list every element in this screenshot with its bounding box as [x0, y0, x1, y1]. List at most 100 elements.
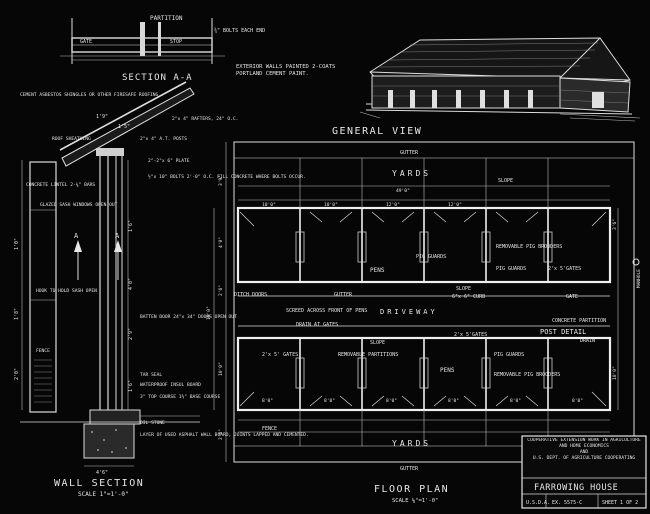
fp-dim-0: 49'0"	[396, 188, 410, 194]
fp-label-screed: SCREED ACROSS FRONT OF PENS	[286, 308, 367, 314]
partition-label: PARTITION	[150, 15, 183, 22]
fp-label-gutter-top: GUTTER	[400, 150, 419, 156]
fp-dim-9: 12'0"	[386, 202, 400, 208]
fp-label-brooders-bottom: REMOVABLE PIG BROODERS	[494, 372, 560, 378]
fp-dim-17: 3'6"	[612, 219, 618, 230]
general-view: GENERAL VIEW	[332, 37, 641, 137]
fp-dim-13: 2'6"	[218, 285, 224, 296]
floor-plan: GUTTER YARDS PENS REMOVABLE PIG BROODERS…	[206, 141, 642, 504]
stop-label: STOP	[170, 39, 182, 45]
fp-label-slope-2: SLOPE	[456, 286, 471, 292]
fp-label-slope-3: SLOPE	[370, 340, 385, 346]
fp-label-removable-part: REMOVABLE PARTITIONS	[338, 352, 398, 358]
fp-label-pens-top: PENS	[370, 267, 385, 274]
fp-label-slope-1: SLOPE	[498, 178, 513, 184]
ws-dim-5: 1'8"	[14, 308, 20, 320]
ws-label-13: 3" TOP COURSE 1½" BASE COURSE	[140, 393, 220, 400]
title-plan-no: EX. 5575-C	[552, 500, 582, 506]
title-line-1: COOPERATIVE EXTENSION WORK IN AGRICULTUR…	[527, 438, 641, 449]
fp-label-pens-bottom: PENS	[440, 367, 455, 374]
fp-label-post-detail: POST DETAIL	[540, 328, 586, 336]
fp-label-gates-mid: 2'x 5'GATES	[454, 332, 487, 338]
general-view-title: GENERAL VIEW	[332, 126, 422, 137]
ws-dim-9: 4'6"	[96, 470, 108, 476]
fp-label-gates-top: 2'x 5'GATES	[548, 266, 581, 272]
ws-label-15: LAYER OF USED ASPHALT WALL BOARD, JOINTS…	[140, 432, 309, 438]
ws-dim-4: 1'0"	[14, 238, 20, 250]
title-name: FARROWING HOUSE	[534, 483, 618, 493]
ws-label-6: ½"x 10" BOLTS 2'-0" O.C. FILL CONCRETE W…	[148, 173, 306, 180]
ws-label-0: CEMENT ASBESTOS SHINGLES OR OTHER FIRESA…	[20, 92, 159, 98]
fp-label-drain: DRAIN	[580, 338, 595, 344]
fp-label-guards-bottom: PIG GUARDS	[494, 352, 524, 358]
wall-section: A A CEMENT ASBESTOS SHINGLES OR OTHER FI…	[14, 81, 309, 498]
fp-dim-15: 2'6"	[218, 429, 224, 440]
wall-section-scale: SCALE 1"=1'-0"	[78, 491, 129, 498]
fp-label-gates-bottom: 2'x 5' GATES	[262, 352, 298, 358]
ws-label-8: HOOK TO HOLD SASH OPEN	[36, 288, 97, 294]
section-aa-title: SECTION A-A	[122, 73, 193, 83]
ws-label-3: 2"x 4" A.T. POSTS	[140, 136, 187, 142]
ws-dim-8: 1'9"	[96, 114, 108, 120]
fp-label-yards-bottom: YARDS	[392, 439, 431, 448]
fp-label-conc-partition: CONCRETE PARTITION	[552, 318, 606, 324]
ws-label-1: 2"x 4" RAFTERS, 24" O.C.	[172, 116, 238, 122]
ws-dim-0: 1'6"	[128, 220, 134, 232]
title-line-3: U.S. DEPT. OF AGRICULTURE COOPERATING	[532, 456, 636, 461]
fp-dim-3: 8'0"	[386, 398, 397, 404]
fp-label-guards-top2: PIG GUARDS	[416, 254, 446, 260]
fp-dim-11: 3'9"	[218, 175, 224, 186]
title-line-2: AND	[579, 450, 589, 455]
fp-dim-10: 12'0"	[448, 202, 462, 208]
ws-dim-3: 1'6"	[128, 380, 134, 392]
fp-dim-16: 18'0"	[206, 306, 212, 320]
fp-dim-2: 8'0"	[324, 398, 335, 404]
fp-dim-1: 8'0"	[262, 398, 273, 404]
fp-label-brooders-top: REMOVABLE PIG BROODERS	[496, 244, 562, 250]
fp-dim-5: 8'0"	[510, 398, 521, 404]
fp-label-yards-top: YARDS	[392, 169, 431, 178]
title-usda: U.S.D.A.	[526, 500, 550, 506]
wall-section-title: WALL SECTION	[54, 478, 144, 489]
fp-label-manhole: MANHOLE	[636, 269, 642, 288]
fp-label-guards-top: PIG GUARDS	[496, 266, 526, 272]
fp-label-gutter-mid: GUTTER	[334, 292, 353, 298]
ws-label-10: FENCE	[36, 348, 50, 354]
floor-plan-title: FLOOR PLAN	[374, 484, 449, 495]
ws-label-12: WATERPROOF INSUL BOARD	[140, 382, 201, 388]
section-aa: PARTITION GATE STOP ¾" BOLTS EACH END SE…	[60, 15, 336, 83]
ws-dim-1: 4'0"	[128, 278, 134, 290]
fp-label-driveway: DRIVEWAY	[380, 308, 438, 316]
title-sheet: SHEET 1 OF 2	[602, 500, 638, 506]
fp-dim-8: 10'0"	[324, 202, 338, 208]
ws-dim-6: 2'0"	[14, 368, 20, 380]
ws-label-14: OIL STONE	[140, 420, 165, 426]
title-block: COOPERATIVE EXTENSION WORK IN AGRICULTUR…	[521, 435, 647, 509]
fp-label-gutter-bottom: GUTTER	[400, 466, 419, 472]
ws-label-5: CONCRETE LINTEL 2-⅜" BARS	[26, 181, 95, 188]
fp-dim-7: 10'0"	[262, 202, 276, 208]
svg-text:A: A	[74, 232, 79, 240]
fp-dim-14: 10'0"	[218, 362, 224, 376]
walls-note: EXTERIOR WALLS PAINTED 2-COATS PORTLAND …	[236, 64, 336, 77]
floor-plan-scale: SCALE ⅛"=1'-0"	[392, 497, 438, 504]
fp-label-curb: 6"x 6" CURB	[452, 294, 485, 300]
gate-label: GATE	[80, 39, 92, 45]
fp-dim-6: 8'0"	[572, 398, 583, 404]
fp-dim-18: 10'0"	[612, 366, 618, 380]
bolts-label: ¾" BOLTS EACH END	[214, 28, 265, 34]
fp-label-fence: FENCE	[262, 426, 277, 432]
svg-text:A: A	[115, 232, 120, 240]
ws-label-4: 2"-2"x 6" PLATE	[148, 158, 190, 164]
ws-dim-7: 1'5"	[118, 124, 130, 130]
fp-label-ditch-doors: DITCH DOORS	[234, 292, 267, 298]
ws-dim-2: 2'9"	[128, 328, 134, 340]
fp-label-gate: GATE	[566, 294, 578, 300]
ws-label-7: GLAZED SASH WINDOWS OPEN OUT	[40, 202, 118, 208]
fp-dim-4: 8'0"	[448, 398, 459, 404]
ws-label-9: BATTEN DOOR 24"x 34" DOORS OPEN OUT	[140, 314, 237, 320]
fp-dim-12: 4'0"	[218, 237, 224, 248]
ws-label-2: ROOF SHEATHING	[52, 136, 91, 142]
